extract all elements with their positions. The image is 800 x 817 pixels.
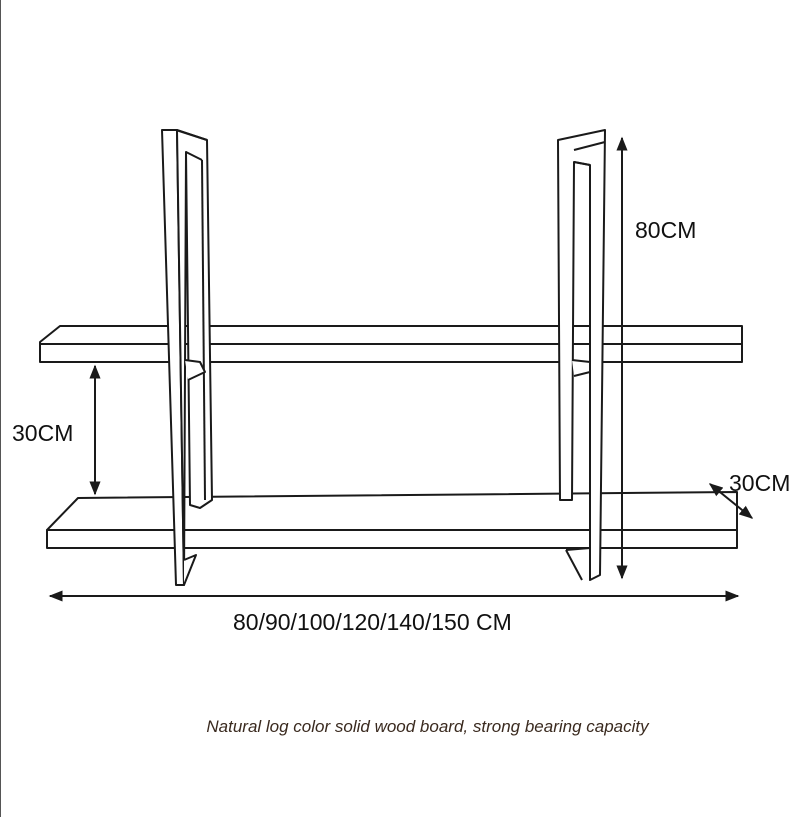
depth-label: 30CM (729, 470, 790, 496)
lower-shelf-board (46, 491, 738, 549)
left-edge-line (0, 0, 1, 817)
left-frame (161, 129, 213, 586)
shelf-gap-label: 30CM (12, 420, 73, 446)
upper-shelf-board (39, 325, 743, 363)
height-label: 80CM (635, 217, 696, 243)
depth-arrow (708, 483, 754, 519)
right-frame (557, 129, 606, 581)
width-label: 80/90/100/120/140/150 CM (233, 609, 512, 635)
product-caption: Natural log color solid wood board, stro… (206, 717, 649, 736)
